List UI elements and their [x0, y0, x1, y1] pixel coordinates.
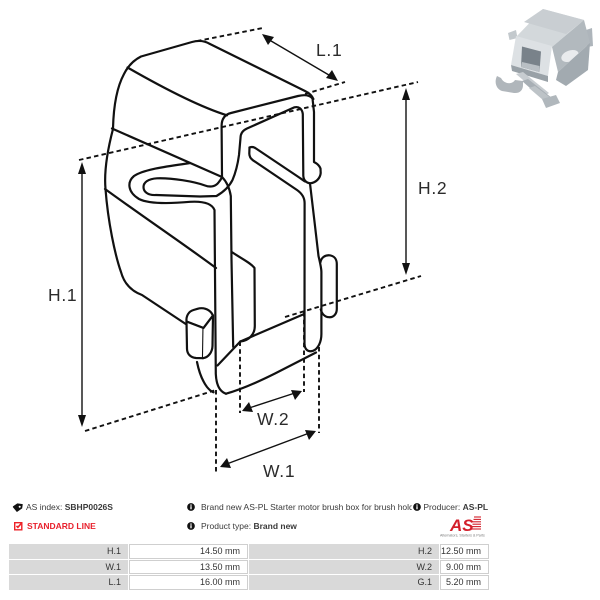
- svg-text:Alternators, Starters & Parts: Alternators, Starters & Parts: [440, 534, 485, 538]
- svg-text:AS: AS: [449, 516, 474, 535]
- svg-text:L.1: L.1: [316, 40, 342, 60]
- svg-text:H.1: H.1: [48, 285, 77, 305]
- svg-text:H.2: H.2: [418, 178, 447, 198]
- svg-text:W.1: W.1: [263, 461, 295, 481]
- svg-text:W.2: W.2: [257, 409, 289, 429]
